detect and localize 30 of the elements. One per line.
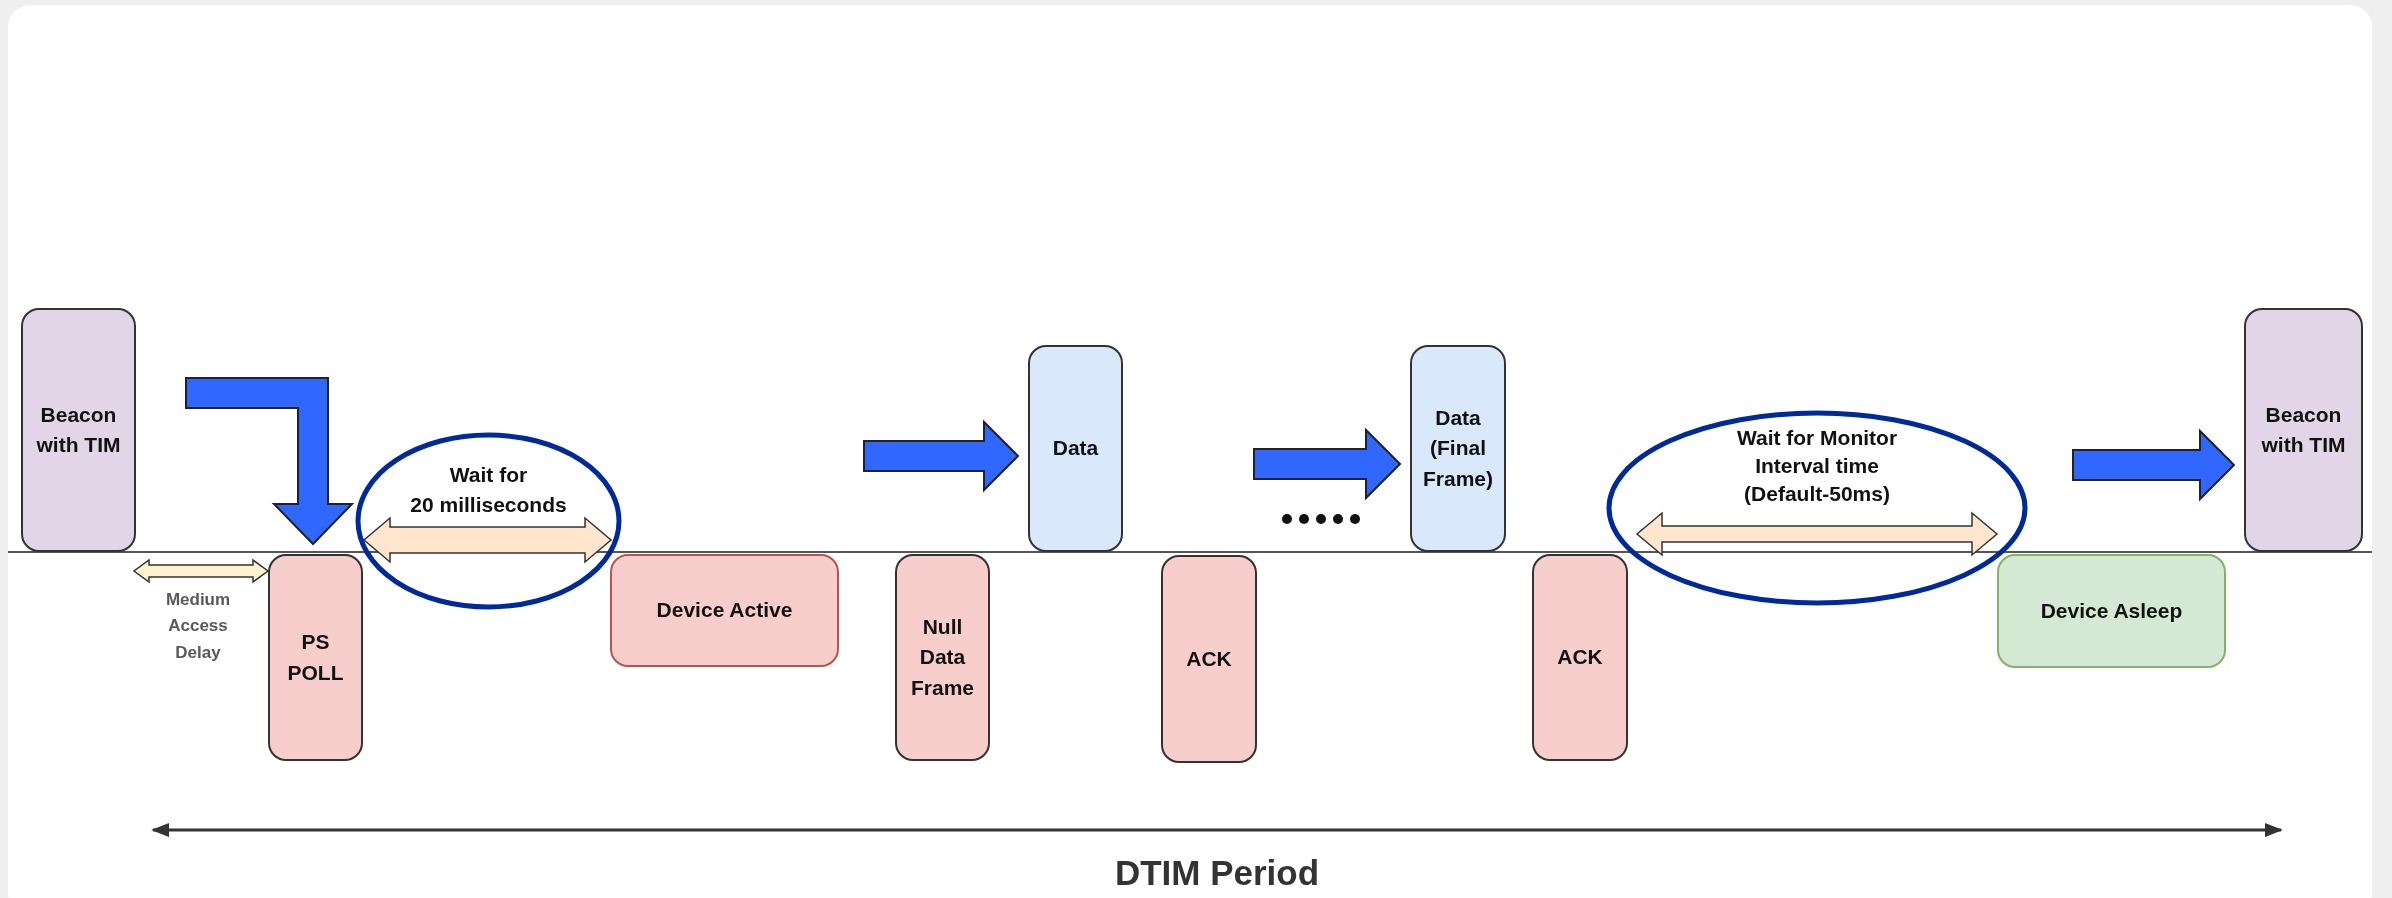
frame-box	[1028, 345, 1123, 552]
node-label: Wait for Monitor Interval time (Default-50ms)	[1735, 425, 1899, 507]
arrow	[2072, 428, 2236, 502]
node-label: Device Asleep	[2040, 597, 2183, 624]
node-label: Data (Final Frame)	[1422, 404, 1494, 492]
node-label: Wait for 20 milliseconds	[409, 462, 568, 519]
node-label: Null Data Frame	[910, 613, 975, 701]
node-label: Data	[1052, 435, 1099, 462]
period-label: DTIM Period	[1113, 852, 1321, 894]
node-label: Beacon with TIM	[2260, 401, 2347, 458]
beacon-box	[21, 308, 136, 552]
delay-label: Medium Access Delay	[164, 589, 232, 664]
arrow	[863, 419, 1020, 493]
arrow	[185, 377, 355, 546]
state-box	[1997, 554, 2226, 668]
state-box	[610, 554, 839, 667]
frame-box	[1161, 555, 1257, 763]
frame-box	[895, 554, 990, 761]
frame-box	[1532, 554, 1628, 761]
node-label: PS POLL	[286, 629, 345, 686]
node-label: ACK	[1186, 645, 1232, 672]
beacon-box	[2244, 308, 2363, 552]
node-label: Device Active	[656, 597, 793, 624]
wait-ellipse	[355, 432, 622, 610]
frame-box	[1410, 345, 1506, 552]
frame-box	[268, 554, 363, 761]
wait-ellipse	[1606, 410, 2028, 606]
arrow	[1253, 427, 1402, 501]
node-label: ACK	[1557, 644, 1603, 671]
node-label: Beacon with TIM	[35, 401, 122, 458]
